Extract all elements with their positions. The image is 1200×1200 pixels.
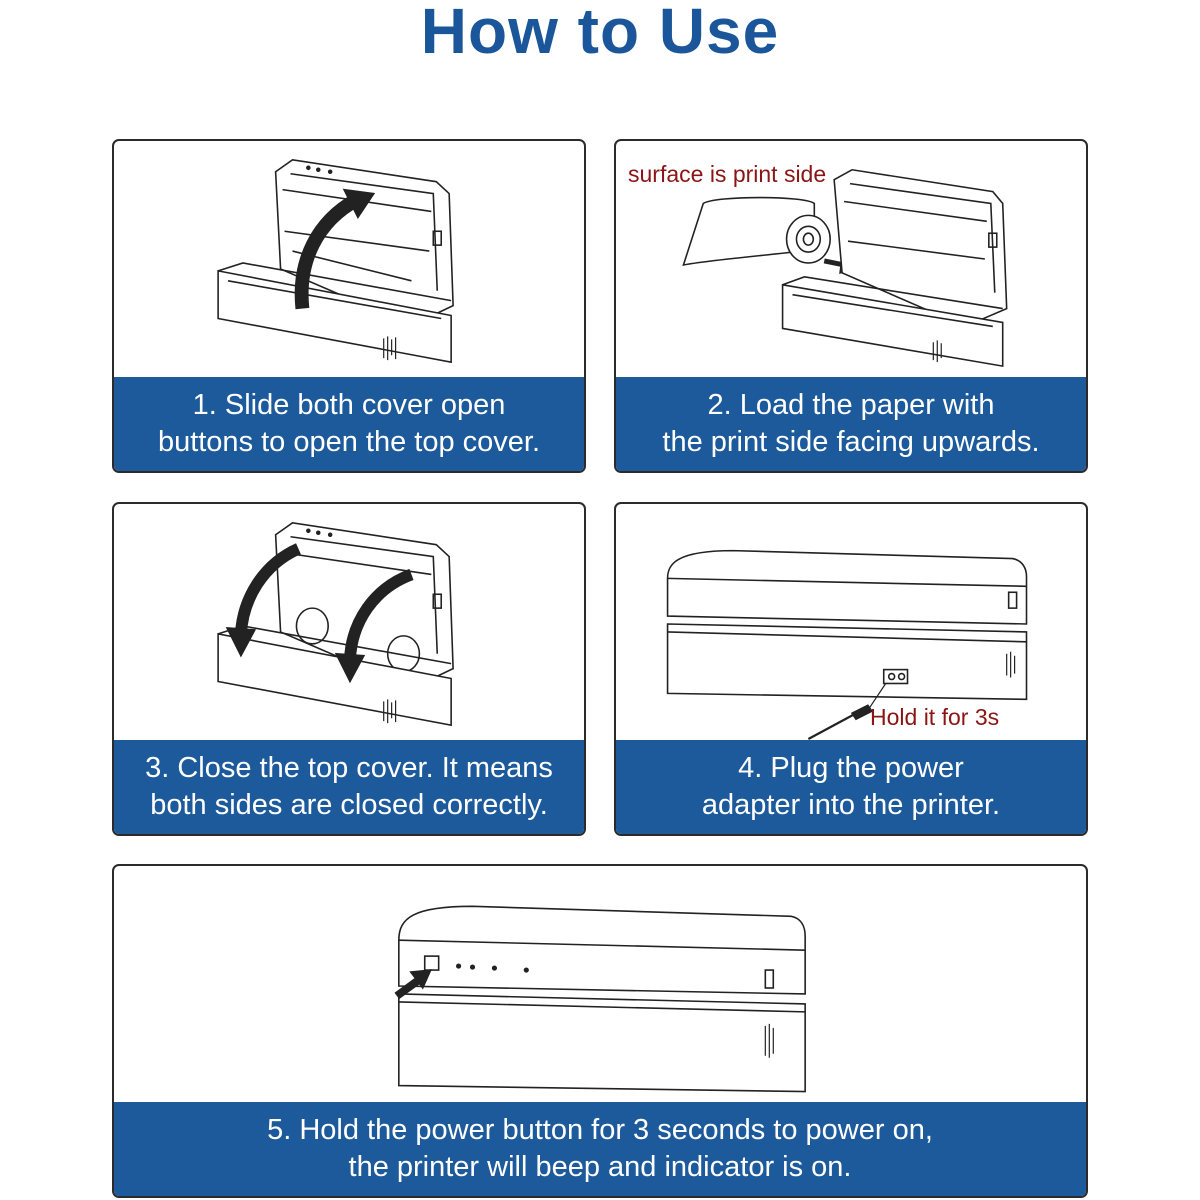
page-title: How to Use xyxy=(420,0,780,67)
step-caption-2: 2. Load the paper with the print side fa… xyxy=(616,377,1086,471)
print-side-note: surface is print side xyxy=(628,161,827,187)
step-caption-1: 1. Slide both cover open buttons to open… xyxy=(114,377,584,471)
power-adapter-illustration xyxy=(616,504,1086,742)
step-card-3: 3. Close the top cover. It means both si… xyxy=(112,502,586,836)
close-cover-illustration xyxy=(114,504,584,742)
step-card-4: Hold it for 3s 4. Plug the power adapter… xyxy=(614,502,1088,836)
hold-note: Hold it for 3s xyxy=(870,704,1000,730)
step-card-2: surface is print side 2. Load the paper … xyxy=(614,139,1088,473)
step-card-5: 5. Hold the power button for 3 seconds t… xyxy=(112,864,1088,1198)
step-caption-5: 5. Hold the power button for 3 seconds t… xyxy=(114,1102,1086,1196)
open-cover-illustration xyxy=(114,141,584,379)
step-caption-4: 4. Plug the power adapter into the print… xyxy=(616,740,1086,834)
step-caption-3: 3. Close the top cover. It means both si… xyxy=(114,740,584,834)
power-button-illustration xyxy=(114,866,1086,1104)
step-card-1: 1. Slide both cover open buttons to open… xyxy=(112,139,586,473)
load-paper-illustration xyxy=(616,141,1086,379)
